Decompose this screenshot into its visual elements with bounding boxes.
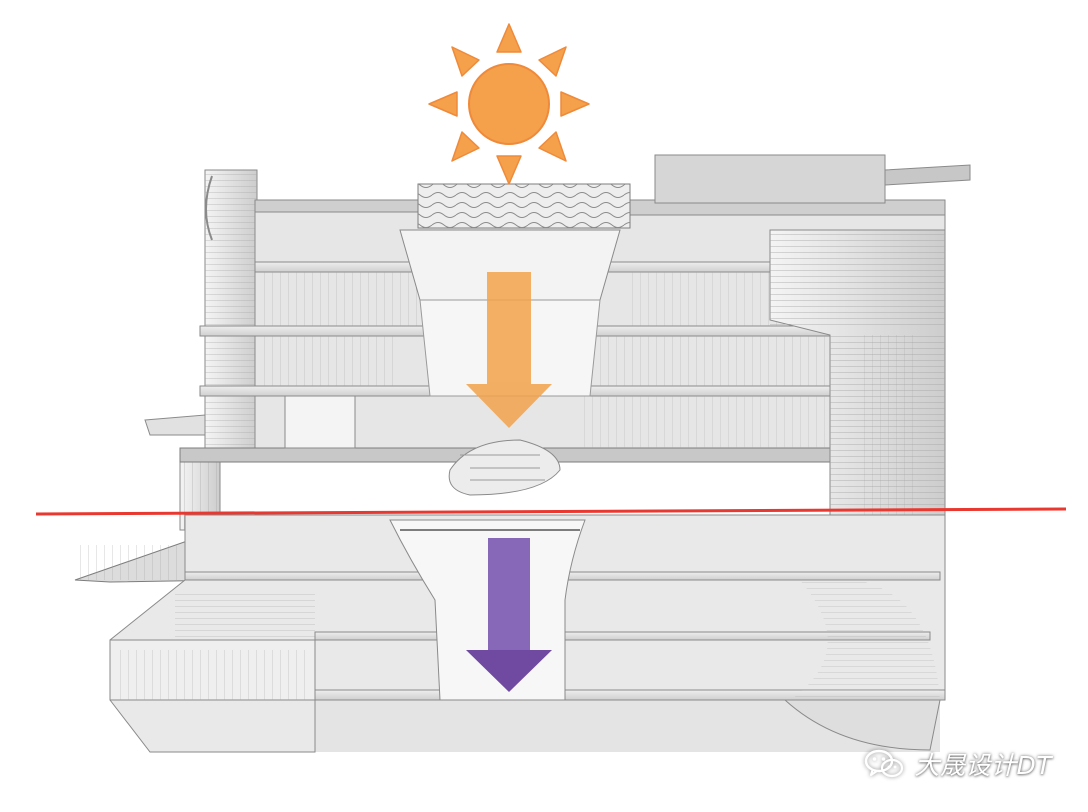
wechat-icon — [865, 749, 904, 778]
watermark-text: 大晟设计DT — [914, 751, 1052, 780]
underground-light-arrow — [466, 538, 552, 692]
ground-level-line — [35, 507, 1067, 516]
daylight-arrow — [466, 272, 552, 428]
ground-shadow — [150, 700, 940, 752]
left-tower — [179, 169, 258, 531]
watermark: 大晟设计DT — [864, 746, 1052, 782]
sun-icon — [428, 23, 590, 185]
